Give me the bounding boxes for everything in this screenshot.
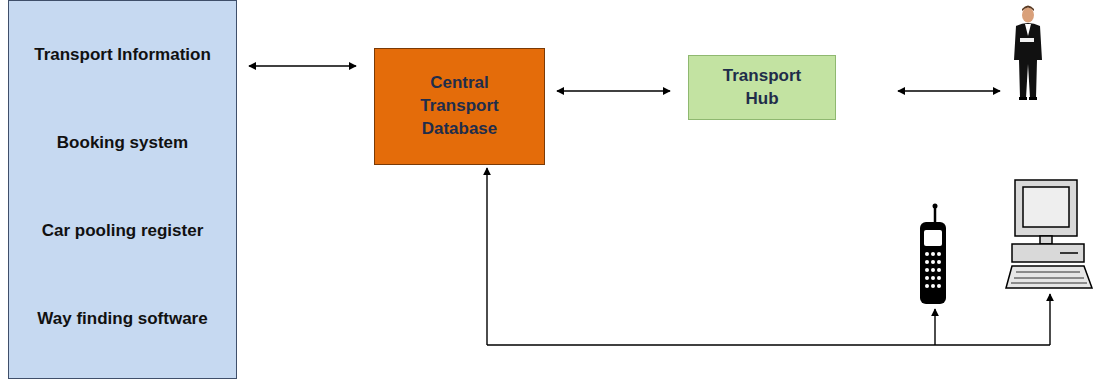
phone-return-arrow	[934, 309, 935, 345]
node-label: Car pooling register	[42, 220, 204, 243]
module-list-box: Transport InformationBooking systemCar p…	[8, 0, 237, 379]
node-label: Transport Hub	[717, 65, 807, 111]
database-box: Central Transport Database	[374, 48, 545, 165]
node-label: Central Transport Database	[405, 72, 515, 141]
computer-return-arrow	[1049, 294, 1050, 345]
hub-box: Transport Hub	[688, 55, 836, 120]
mobile-phone-icon	[920, 204, 946, 305]
person-figure	[1014, 6, 1042, 101]
flow-arrow	[249, 65, 356, 67]
person-arrow	[898, 90, 1000, 92]
node-label: Way finding software	[37, 308, 207, 331]
device-return-line	[487, 344, 1050, 345]
node-label: Transport Information	[34, 44, 211, 67]
node-label: Booking system	[57, 132, 188, 155]
computer-icon	[1006, 180, 1092, 288]
database-return-arrow	[486, 168, 487, 345]
flow-arrow	[557, 90, 670, 92]
